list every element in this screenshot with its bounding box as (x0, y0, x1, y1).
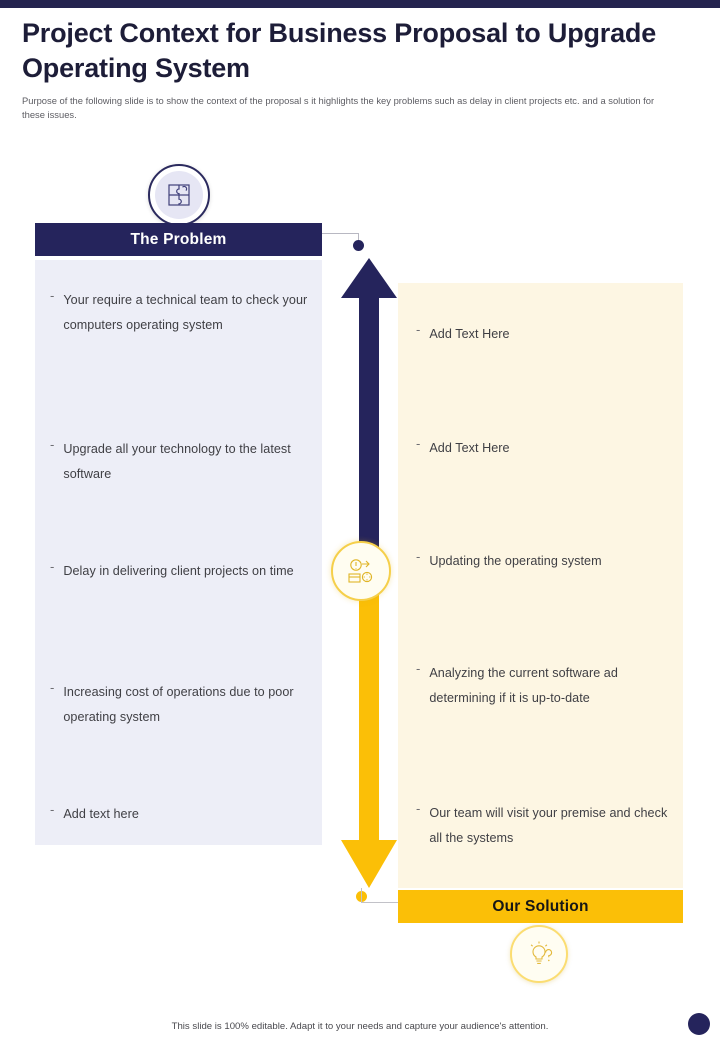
bullet-marker: - (416, 801, 421, 816)
bullet-marker: - (416, 549, 421, 564)
list-item-text: Updating the operating system (429, 554, 602, 568)
connector-dot-top (353, 240, 364, 251)
gold-down-arrow (341, 568, 397, 888)
bullet-marker: - (416, 661, 421, 676)
list-item-text: Analyzing the current software ad determ… (429, 666, 618, 705)
bullet-marker: - (50, 802, 55, 817)
list-item-text: Your require a technical team to check y… (63, 293, 308, 332)
bullet-marker: - (50, 559, 55, 574)
bullet-marker: - (50, 437, 55, 452)
solution-header-bar: Our Solution (398, 890, 683, 923)
list-item: - Add Text Here (416, 322, 674, 347)
problem-icon-badge (148, 164, 210, 226)
connector-line-bottom-vertical (361, 888, 362, 903)
top-accent-bar (0, 0, 720, 8)
lightbulb-question-icon (510, 925, 568, 983)
list-item-text: Add Text Here (429, 441, 510, 455)
connector-line-top (322, 233, 359, 234)
list-item: - Analyzing the current software ad dete… (416, 661, 674, 710)
header: Project Context for Business Proposal to… (22, 16, 698, 121)
bullet-marker: - (50, 680, 55, 695)
page-title: Project Context for Business Proposal to… (22, 18, 657, 83)
problem-panel (35, 260, 322, 845)
footer-accent-dot (688, 1013, 710, 1035)
list-item: - Our team will visit your premise and c… (416, 801, 674, 850)
list-item: - Add Text Here (416, 436, 674, 461)
puzzle-piece-icon (155, 171, 203, 219)
list-item: - Increasing cost of operations due to p… (50, 680, 322, 729)
bullet-marker: - (50, 288, 55, 303)
solution-panel (398, 283, 683, 888)
list-item-text: Add text here (63, 807, 139, 821)
list-item: - Updating the operating system (416, 549, 674, 574)
list-item-text: Delay in delivering client projects on t… (63, 564, 294, 578)
footer-note: This slide is 100% editable. Adapt it to… (171, 1021, 549, 1032)
problem-header-label: The Problem (130, 230, 227, 248)
list-item: - Add text here (50, 802, 315, 827)
list-item-text: Add Text Here (429, 327, 510, 341)
list-item: - Your require a technical team to check… (50, 288, 315, 337)
list-item: - Delay in delivering client projects on… (50, 559, 322, 584)
solution-header-label: Our Solution (492, 897, 589, 915)
problem-header-bar: The Problem (35, 223, 322, 256)
bullet-marker: - (416, 436, 421, 451)
list-item-text: Our team will visit your premise and che… (429, 806, 668, 845)
list-item-text: Increasing cost of operations due to poo… (63, 685, 294, 724)
bullet-marker: - (416, 322, 421, 337)
list-item: - Upgrade all your technology to the lat… (50, 437, 315, 486)
connector-line-bottom (362, 902, 400, 903)
process-gear-icon (331, 541, 391, 601)
list-item-text: Upgrade all your technology to the lates… (63, 442, 291, 481)
navy-up-arrow (341, 258, 397, 568)
page-subtitle: Purpose of the following slide is to sho… (22, 95, 655, 120)
